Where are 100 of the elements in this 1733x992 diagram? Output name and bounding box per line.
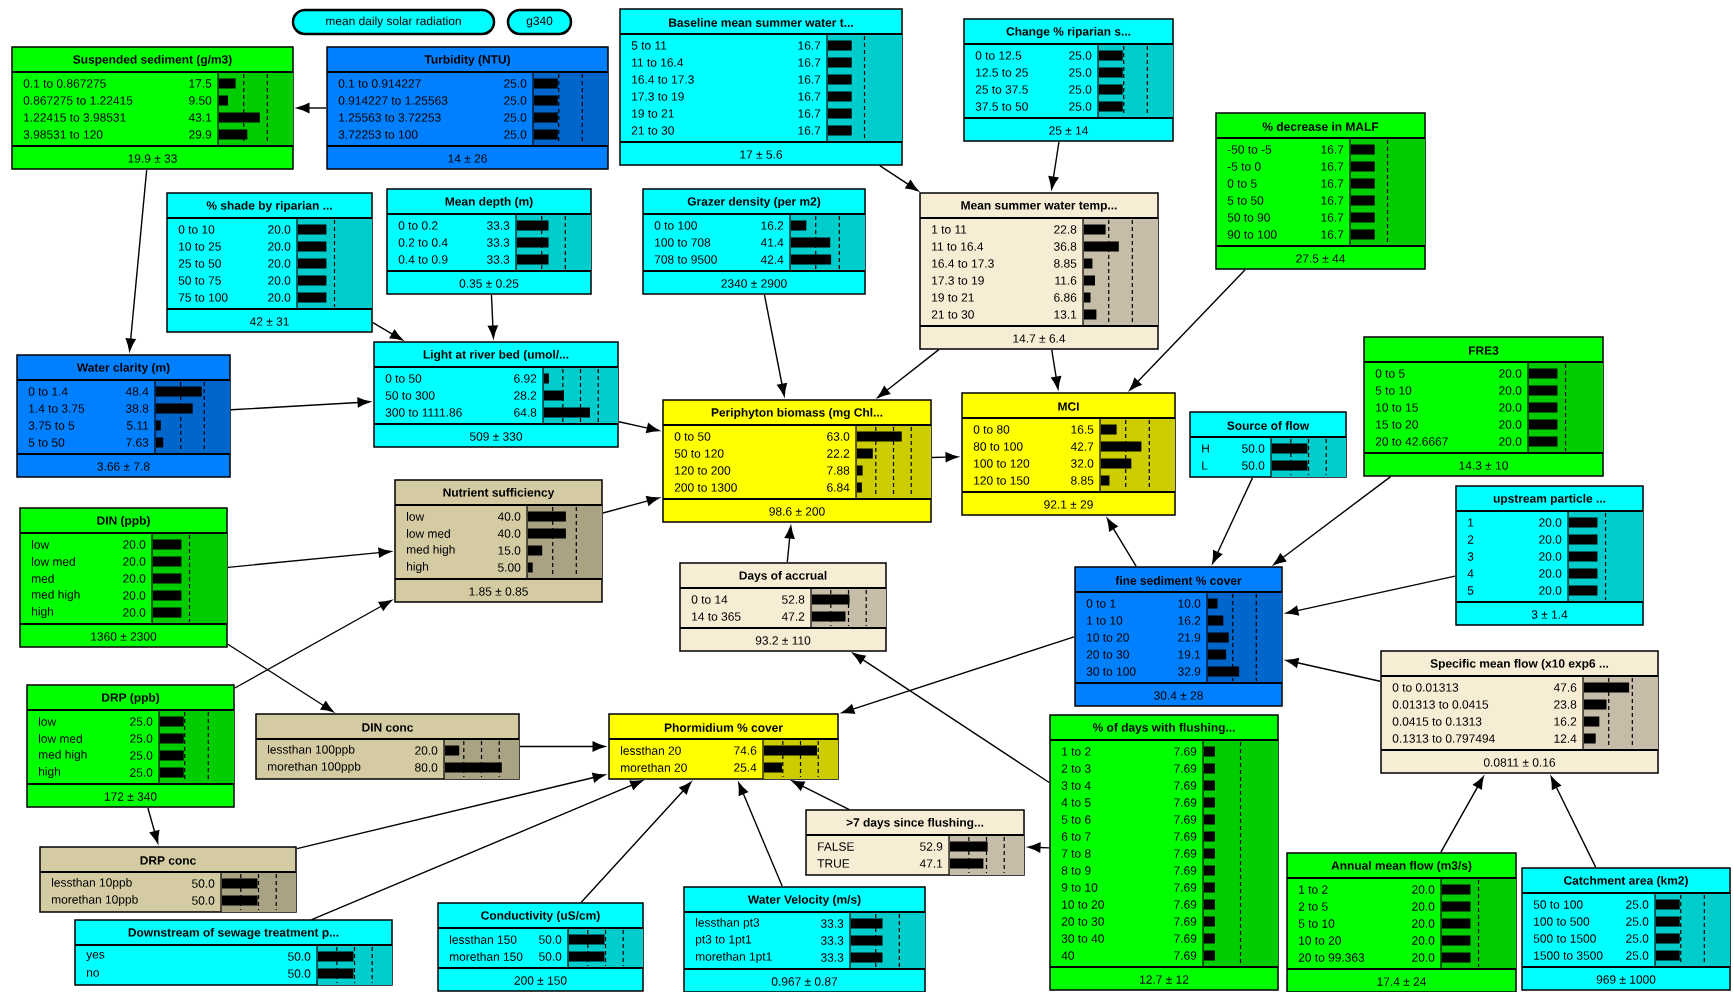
state-label: -50 to -5 (1227, 145, 1272, 154)
probability-value: 7.88 (827, 466, 850, 475)
node-title: Change % riparian s... (1006, 26, 1131, 39)
probability-value: 50.0 (539, 952, 562, 961)
probability-value: 20.0 (268, 276, 291, 285)
arrow (879, 164, 919, 192)
state-label: 1 to 10 (1087, 616, 1123, 625)
node-title: Baseline mean summer water t... (669, 18, 853, 27)
state-label: low (32, 540, 50, 549)
probability-value: 50.0 (1242, 461, 1265, 470)
probability-value: 8.85 (1071, 476, 1094, 485)
probability-value: 7.69 (1174, 832, 1197, 841)
state-label: 7 to 8 (1061, 849, 1091, 858)
probability-value: 25.0 (130, 751, 153, 760)
node-title: Days of accrual (739, 570, 827, 583)
probability-value: 16.7 (1321, 162, 1344, 171)
state-label: low med (32, 557, 75, 566)
probability-value: 20.0 (1412, 919, 1435, 928)
state-label: 25 to 50 (178, 259, 221, 268)
state-label: 1.22415 to 3.98531 (24, 113, 126, 122)
probability-value: 20.0 (268, 293, 291, 302)
node-title: DIN conc (362, 723, 414, 732)
probability-value: 25.0 (130, 768, 153, 777)
probability-value: 12.4 (1554, 734, 1577, 743)
state-label: 0 to 5 (1227, 179, 1257, 188)
probability-value: 6.92 (514, 374, 537, 383)
probability-value: 25.0 (504, 79, 527, 88)
probability-value: 25.0 (1626, 917, 1649, 926)
mean-value: 98.6 ± 200 (769, 507, 825, 516)
state-label: 5 to 50 (1227, 196, 1264, 205)
probability-value: 8.85 (1054, 259, 1077, 268)
state-label: morethan 1pt1 (696, 951, 772, 964)
state-label: lessthan 10ppb (52, 877, 132, 890)
node-title: Water Velocity (m/s) (747, 894, 861, 907)
probability-value: 20.0 (268, 259, 291, 268)
probability-value: 25.0 (504, 96, 527, 105)
arrow (1106, 518, 1137, 567)
node-title: Source of flow (1227, 421, 1310, 430)
state-label: yes (86, 952, 105, 961)
probability-value: 20.0 (1539, 535, 1562, 544)
probability-value: 25.0 (1626, 934, 1649, 943)
state-label: 15 to 20 (1376, 420, 1418, 429)
arrow (372, 321, 403, 341)
state-label: 5 to 10 (1375, 386, 1412, 395)
state-label: 0.1 to 0.914227 (338, 79, 421, 88)
arrow (852, 652, 1050, 784)
arrow (519, 741, 606, 752)
state-label: 0 to 12.5 (975, 51, 1022, 60)
state-label: 20 to 99.363 (1298, 953, 1365, 962)
state-label: 20 to 30 (1086, 650, 1129, 659)
arrow (791, 780, 850, 811)
state-label: 0 to 14 (691, 595, 728, 604)
probability-value: 7.69 (1174, 917, 1197, 926)
state-label: 3.98531 to 120 (23, 130, 103, 139)
probability-value: 16.7 (1321, 145, 1344, 154)
state-label: 4 to 5 (1061, 798, 1091, 807)
node-title: % decrease in MALF (1262, 122, 1379, 131)
mean-value: 0.967 ± 0.87 (771, 977, 838, 986)
probability-value: 64.8 (514, 408, 537, 417)
mean-value: 17.4 ± 24 (1377, 977, 1427, 986)
state-label: 19 to 21 (932, 293, 974, 302)
node-title: Downstream of sewage treatment p... (128, 927, 339, 940)
node-title: upstream particle ... (1493, 493, 1606, 506)
mean-value: 42 ± 31 (249, 317, 289, 326)
state-label: 50 to 100 (1533, 900, 1583, 909)
state-label: 3 to 4 (1061, 781, 1091, 790)
state-label: 1 to 2 (1299, 885, 1328, 894)
state-label: 0.2 to 0.4 (398, 238, 448, 247)
state-label: 8 to 9 (1061, 866, 1091, 875)
arrow (311, 780, 644, 921)
state-label: low (407, 512, 425, 521)
node-title: Annual mean flow (m3/s) (1331, 860, 1472, 873)
state-label: 10 to 20 (1087, 633, 1129, 642)
node-title: Conductivity (uS/cm) (481, 910, 600, 923)
arrow (1129, 269, 1246, 391)
mean-value: 509 ± 330 (469, 432, 523, 441)
probability-value: 25.0 (1069, 102, 1092, 111)
state-label: med (32, 574, 54, 583)
probability-value: 47.2 (781, 612, 805, 621)
probability-value: 50.0 (192, 879, 215, 888)
arrow (1212, 477, 1254, 564)
state-label: low med (39, 734, 82, 743)
state-label: 0.1 to 0.867275 (23, 79, 106, 88)
state-label: 21 to 30 (931, 310, 974, 319)
probability-value: 16.7 (798, 126, 821, 135)
probability-value: 33.3 (487, 255, 510, 264)
probability-value: 20.0 (1499, 437, 1522, 446)
node-title: Catchment area (km2) (1564, 875, 1688, 888)
node-title: DRP conc (140, 856, 196, 865)
state-label: 6 to 7 (1061, 832, 1091, 841)
state-label: 0.0415 to 0.1313 (1392, 717, 1482, 726)
probability-value: 16.5 (1071, 425, 1094, 434)
state-label: 10 to 15 (1376, 403, 1418, 412)
mean-value: 3 ± 1.4 (1531, 610, 1568, 619)
probability-value: 15.0 (498, 546, 521, 555)
probability-value: 20.0 (123, 557, 146, 566)
state-label: 5 to 6 (1061, 815, 1091, 824)
arrow (877, 348, 940, 398)
probability-value: 16.7 (1321, 196, 1344, 205)
state-label: 2 to 5 (1298, 902, 1328, 911)
